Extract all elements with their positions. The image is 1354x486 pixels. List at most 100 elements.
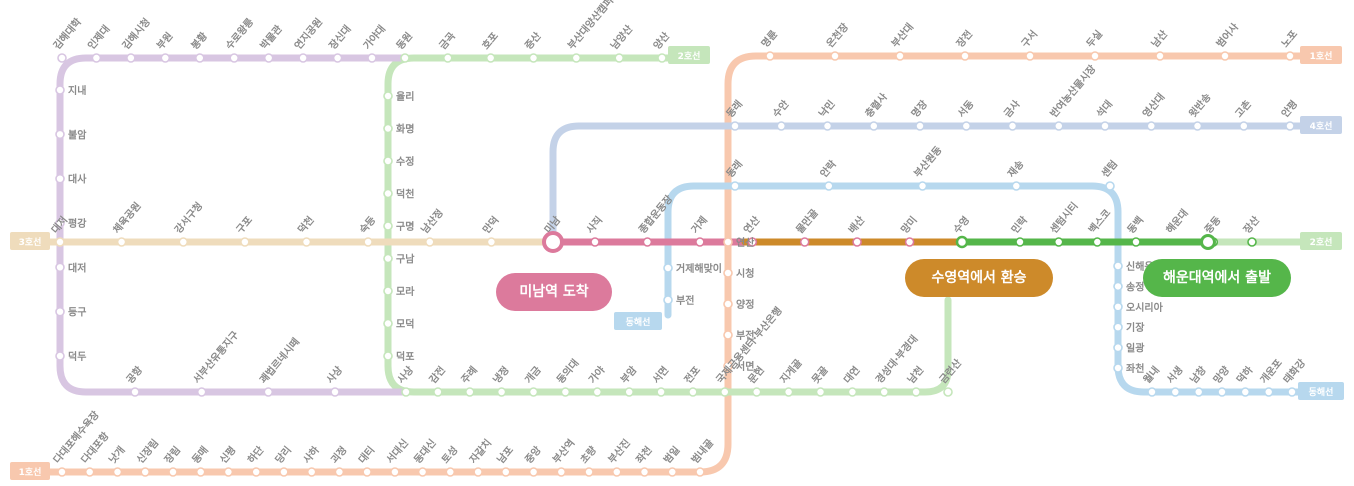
station-dot[interactable] [500, 467, 511, 477]
station-dot[interactable] [815, 387, 826, 397]
station-dot[interactable] [330, 387, 340, 397]
station-dot[interactable] [1113, 261, 1123, 271]
station-dot[interactable] [822, 121, 833, 131]
station-dot[interactable] [624, 387, 635, 397]
station-dot[interactable] [723, 237, 733, 247]
station-dot[interactable] [473, 467, 483, 477]
station-dot[interactable] [799, 237, 810, 247]
station-dot[interactable] [140, 467, 150, 477]
station-dot[interactable] [496, 387, 507, 397]
station-dot[interactable] [688, 387, 698, 397]
station-dot[interactable] [868, 121, 879, 131]
station-dot[interactable] [55, 262, 65, 273]
station-dot[interactable] [852, 237, 862, 247]
station-dot[interactable] [1239, 121, 1249, 131]
station-dot[interactable] [1131, 237, 1141, 247]
station-dot[interactable] [116, 237, 127, 247]
station-dot[interactable] [130, 387, 140, 397]
station-dot[interactable] [168, 467, 178, 477]
station-dot[interactable] [383, 286, 393, 296]
station-dot[interactable] [584, 467, 594, 477]
station-dot[interactable] [879, 387, 890, 397]
station-dot[interactable] [57, 53, 67, 63]
station-dot[interactable] [178, 237, 189, 247]
station-dot[interactable] [383, 351, 393, 361]
station-dot[interactable] [240, 237, 250, 247]
station-dot[interactable] [1217, 387, 1227, 397]
station-dot[interactable] [383, 253, 393, 264]
station-dot[interactable] [367, 53, 377, 63]
station-dot[interactable] [1092, 237, 1103, 247]
station-dot[interactable] [1287, 387, 1297, 397]
suyeong-station-marker[interactable] [955, 235, 969, 249]
station-dot[interactable] [362, 467, 372, 477]
station-dot[interactable] [695, 467, 705, 477]
station-dot[interactable] [751, 387, 762, 397]
station-dot[interactable] [1147, 387, 1157, 397]
station-dot[interactable] [783, 387, 794, 397]
station-dot[interactable] [1240, 387, 1251, 397]
station-dot[interactable] [417, 467, 428, 477]
station-dot[interactable] [91, 53, 102, 63]
station-dot[interactable] [1105, 181, 1115, 191]
station-dot[interactable] [306, 467, 317, 477]
station-dot[interactable] [126, 53, 136, 63]
station-dot[interactable] [112, 467, 123, 477]
station-dot[interactable] [657, 53, 667, 63]
station-dot[interactable] [1015, 237, 1025, 247]
station-dot[interactable] [1113, 301, 1123, 312]
station-dot[interactable] [847, 387, 858, 397]
station-dot[interactable] [719, 387, 730, 397]
station-dot[interactable] [639, 467, 650, 477]
station-dot[interactable] [251, 467, 262, 477]
station-dot[interactable] [611, 467, 622, 477]
station-dot[interactable] [196, 387, 207, 397]
station-dot[interactable] [1100, 121, 1110, 131]
station-dot[interactable] [334, 467, 345, 477]
station-dot[interactable] [383, 188, 393, 199]
station-dot[interactable] [1053, 237, 1064, 247]
station-dot[interactable] [55, 173, 65, 184]
station-dot[interactable] [400, 53, 410, 63]
station-dot[interactable] [663, 295, 673, 305]
station-dot[interactable] [960, 51, 970, 61]
station-dot[interactable] [895, 51, 905, 61]
station-dot[interactable] [642, 237, 653, 247]
station-dot[interactable] [1113, 322, 1123, 333]
station-dot[interactable] [1090, 51, 1100, 61]
station-dot[interactable] [433, 387, 443, 397]
station-dot[interactable] [1011, 181, 1022, 191]
station-dot[interactable] [1113, 281, 1123, 292]
station-dot[interactable] [961, 121, 972, 131]
station-dot[interactable] [195, 467, 206, 477]
station-dot[interactable] [485, 53, 496, 63]
station-dot[interactable] [723, 361, 733, 371]
station-dot[interactable] [55, 85, 65, 95]
station-dot[interactable] [1113, 363, 1123, 373]
station-dot[interactable] [765, 51, 775, 61]
station-dot[interactable] [528, 53, 539, 63]
station-dot[interactable] [1155, 51, 1165, 61]
station-dot[interactable] [57, 467, 67, 477]
station-dot[interactable] [464, 387, 475, 397]
station-dot[interactable] [663, 263, 673, 273]
station-dot[interactable] [332, 53, 343, 63]
station-dot[interactable] [614, 53, 625, 63]
station-dot[interactable] [917, 181, 928, 191]
station-dot[interactable] [1025, 51, 1035, 61]
station-dot[interactable] [223, 467, 234, 477]
station-dot[interactable] [390, 467, 400, 477]
station-dot[interactable] [695, 237, 705, 247]
station-dot[interactable] [1285, 51, 1295, 61]
station-dot[interactable] [486, 237, 497, 247]
station-dot[interactable] [560, 387, 571, 397]
station-dot[interactable] [723, 330, 733, 340]
station-dot[interactable] [263, 53, 274, 63]
station-dot[interactable] [723, 299, 733, 309]
station-dot[interactable] [1192, 121, 1203, 131]
station-dot[interactable] [55, 351, 65, 361]
station-dot[interactable] [943, 387, 953, 397]
station-dot[interactable] [363, 237, 373, 247]
station-dot[interactable] [528, 467, 539, 477]
station-dot[interactable] [279, 467, 289, 477]
